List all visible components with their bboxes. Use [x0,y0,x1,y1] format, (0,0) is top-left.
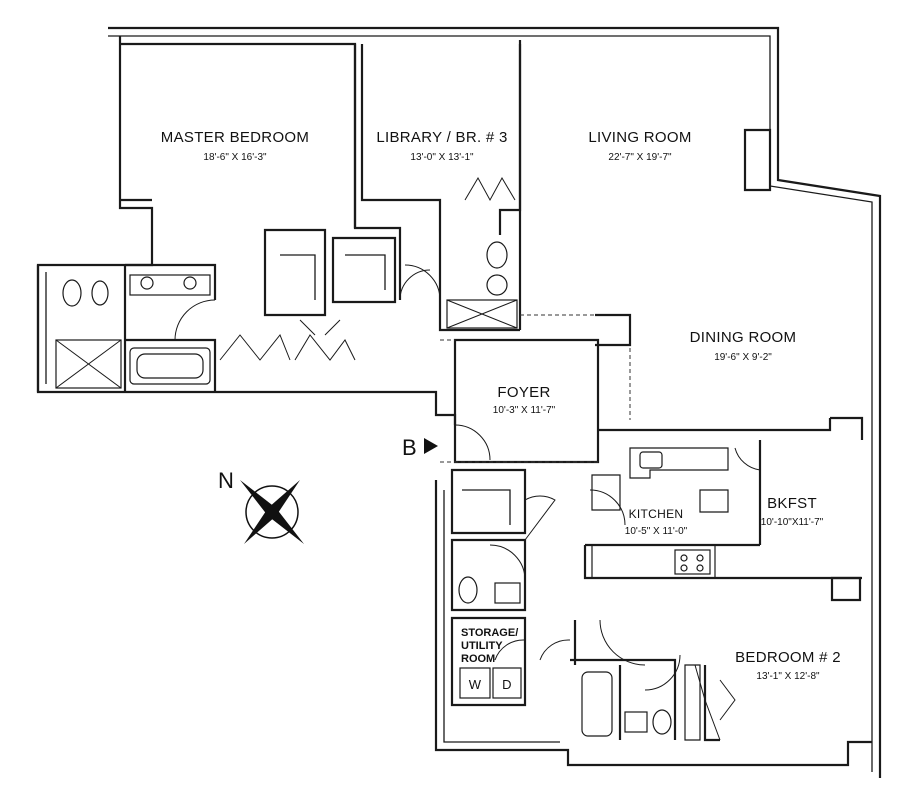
kitchen-dims: 10'-5" X 11'-0" [625,526,688,537]
storage-label-2: UTILITY [461,640,503,652]
kitchen-label: KITCHEN [629,507,684,521]
compass-north-label: N [218,468,234,493]
bathtub-2 [581,671,613,737]
master-bedroom-label: MASTER BEDROOM [161,129,309,146]
bedroom2-dims: 13'-1" X 12'-8" [756,671,820,682]
entry-marker-label: B [402,435,417,460]
dryer [492,667,522,699]
washer-label: W [469,677,482,692]
sink-4 [624,711,648,733]
living-room-label: LIVING ROOM [588,129,691,146]
toilet [62,279,82,307]
washer [459,667,491,699]
master-bedroom-dims: 18'-6" X 16'-3" [203,152,267,163]
kitchen-sink [639,451,663,469]
entry-marker: B [402,435,438,460]
bedroom2-label: BEDROOM # 2 [735,649,841,666]
bidet [91,280,109,306]
library-label: LIBRARY / BR. # 3 [376,129,507,146]
sink-3 [494,582,521,604]
toilet-4 [652,709,672,735]
range [674,549,711,575]
foyer-dims: 10'-3" X 11'-7" [493,405,556,416]
living-room-dims: 22'-7" X 19'-7" [608,152,672,163]
room-labels: MASTER BEDROOM 18'-6" X 16'-3" LIBRARY /… [161,129,841,692]
door-swings [174,176,761,741]
bkfst-label: BKFST [767,495,817,512]
entry-arrow-icon [424,438,438,454]
fixtures [55,241,711,737]
compass-ring [245,485,299,539]
storage-label-1: STORAGE/ [461,627,518,639]
dining-room-label: DINING ROOM [690,329,797,346]
compass: N [218,468,304,544]
dining-room-dims: 19'-6" X 9'-2" [714,352,772,363]
library-dims: 13'-0" X 13'-1" [410,152,474,163]
dryer-label: D [502,677,512,692]
storage-label-3: ROOM [461,653,495,665]
toilet-2 [486,241,508,269]
bkfst-dims: 10'-10"X11'-7" [761,517,824,528]
toilet-3 [458,576,478,604]
sink-2 [486,274,508,296]
compass-needle-cross-icon [244,480,300,544]
foyer-label: FOYER [497,384,550,401]
